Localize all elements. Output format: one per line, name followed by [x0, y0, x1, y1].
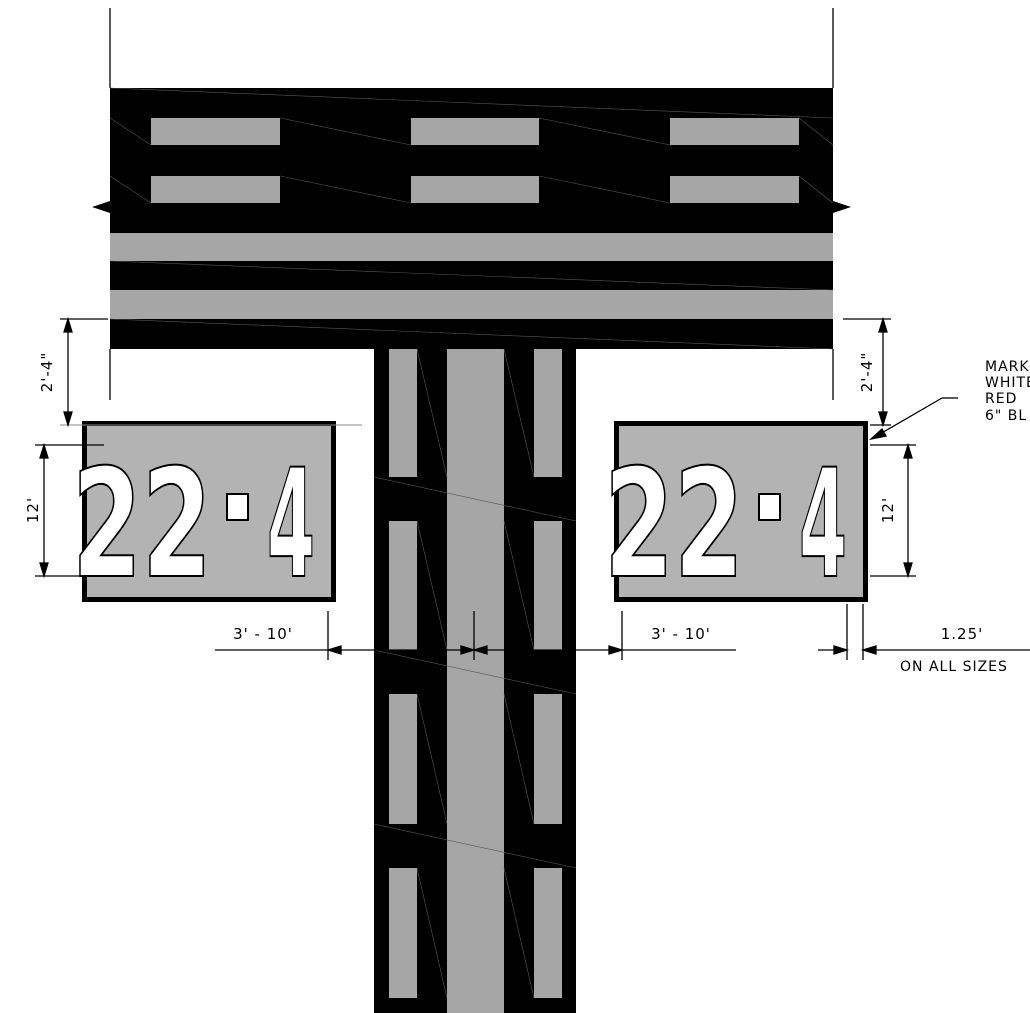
stripe-dash	[670, 176, 799, 203]
stem-hatching	[373, 348, 577, 999]
horizontal-pavement	[92, 87, 851, 350]
callout-note: MARK WHITE RED 6" BL	[985, 359, 1030, 424]
callout-line-3: RED	[985, 391, 1017, 407]
dimension-offset-left	[60, 316, 362, 428]
callout-line-4: 6" BL	[985, 408, 1027, 424]
stripe-centerline	[447, 349, 504, 1013]
stripe-dash-vertical	[534, 868, 562, 998]
dimension-offset-right-label: 2'-4"	[858, 352, 876, 393]
stripe-solid	[110, 233, 833, 261]
stripe-dash-vertical	[389, 694, 417, 824]
sign-left: 22 4	[71, 421, 336, 613]
callout-line-1: MARK	[985, 359, 1030, 375]
dimension-gap	[215, 611, 736, 660]
stripe-dash-vertical	[389, 349, 417, 477]
dimension-height-left-label: 12'	[24, 497, 42, 523]
stripe-dash-vertical	[389, 868, 417, 998]
sign-right-panel	[619, 426, 863, 597]
stripe-dash	[411, 176, 539, 203]
dimension-gap-right-label: 3' - 10'	[651, 625, 711, 643]
dimension-height-left	[35, 442, 104, 579]
callout-line-2: WHITE	[985, 375, 1030, 391]
stripe-dash-vertical	[534, 694, 562, 824]
sign-right-suffix: 4	[799, 438, 847, 612]
sign-left-number: 22	[72, 438, 212, 612]
stripe-solid	[110, 290, 833, 319]
stripe-dash-vertical	[389, 521, 417, 650]
stripe-dash	[151, 118, 280, 145]
sign-right-separator	[758, 493, 781, 521]
stripe-dash-vertical	[534, 349, 562, 477]
sign-left-separator	[226, 493, 249, 521]
stripe-dash-vertical	[534, 521, 562, 650]
dimension-gap-left-label: 3' - 10'	[233, 625, 293, 643]
dimension-height-right	[870, 442, 916, 579]
dimension-border-note: ON ALL SIZES	[900, 659, 1008, 675]
vertical-pavement	[373, 348, 577, 1013]
pavement-hatching	[109, 87, 834, 350]
stripe-dash	[411, 118, 539, 145]
sign-right-number: 22	[604, 438, 744, 612]
pavement-band-flare	[92, 201, 851, 213]
callout-leader	[868, 397, 958, 441]
dimension-border-label: 1.25'	[941, 625, 984, 643]
sign-left-panel	[87, 426, 331, 597]
dimension-border	[818, 604, 1030, 660]
dimension-offset-left-label: 2'-4"	[38, 352, 56, 393]
sign-left-suffix: 4	[267, 438, 315, 612]
stripe-dash	[151, 176, 280, 203]
dimension-height-right-label: 12'	[879, 497, 897, 523]
sign-right: 22 4	[603, 421, 868, 613]
dimension-offset-right	[843, 316, 891, 428]
stripe-dash	[670, 118, 799, 145]
